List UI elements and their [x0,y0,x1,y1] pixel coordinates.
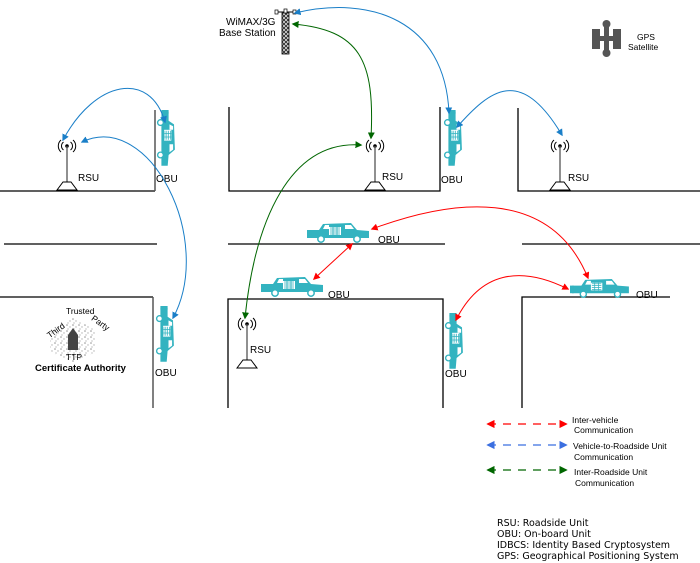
legend: Inter-vehicle Communication Vehicle-to-R… [486,415,667,488]
obu-road-right: OBU [569,278,658,301]
abbreviation-key: RSU: Roadside Unit OBU: On-board Unit ID… [497,518,679,562]
obu-bottom-center-vertical: OBU [445,313,467,380]
base-station: WiMAX/3G Base Station [219,8,297,55]
legend-label-line2: Communication [574,425,633,435]
abbreviation-rsu: RSU: Roadside Unit [497,518,589,529]
legend-item-inter-vehicle: Inter-vehicle Communication [486,415,633,435]
legend-label-line1: Inter-vehicle [572,415,619,425]
abbreviation-gps: GPS: Geographical Positioning System [497,551,679,562]
obu-road-lower: OBU [260,276,350,301]
abbreviation-obu: OBU: On-board Unit [497,529,591,540]
link-v2r-obu-topcenter-to-rsu-topright [456,90,563,137]
obu-label: OBU [156,174,178,185]
vehicle-icon [446,313,463,369]
rsu-bottom-center: RSU [236,317,271,369]
obu-label: OBU [155,368,177,379]
rsu-top-right: RSU [549,139,589,191]
link-v2v-upper-to-right [370,206,590,280]
block-top-right-edge [517,108,700,192]
vehicle-icon [569,278,630,298]
gps-label-line1: GPS [637,32,655,42]
legend-label-line2: Communication [575,478,634,488]
vehicle-icon [306,222,370,243]
rsu-label: RSU [78,173,99,184]
obu-label: OBU [328,290,350,301]
obu-label: OBU [636,290,658,301]
legend-item-inter-roadside: Inter-Roadside Unit Communication [486,465,648,488]
obu-top-center-vertical: OBU [441,110,463,186]
vehicle-icon [260,276,324,297]
link-r2r-rsu-topcenter-to-base-station [291,21,375,140]
link-v2v-right-to-bottomcenter [455,275,570,322]
satellite-icon [592,20,621,57]
block-top-center-edge [228,107,441,192]
rsu-antenna-icon [236,317,258,369]
gps-satellite: GPS Satellite [592,20,659,57]
abbreviation-idbcs: IDBCS: Identity Based Cryptosystem [497,540,670,551]
vehicle-icon [445,110,462,166]
legend-label-line1: Vehicle-to-Roadside Unit [573,441,667,451]
legend-label-line1: Inter-Roadside Unit [574,467,648,477]
link-v2v-upper-to-lower [312,243,354,280]
link-v2r-obu-topleft-to-rsu-topleft [62,87,167,142]
rsu-label: RSU [382,172,403,183]
legend-item-vehicle-to-roadside: Vehicle-to-Roadside Unit Communication [486,440,667,462]
rsu-antenna-icon [549,139,571,191]
base-station-tower-icon [281,12,290,55]
ttp-abbrev: TTP [66,352,82,362]
link-v2r-obu-bottomleft-to-rsu-topleft [80,136,187,320]
gps-label-line2: Satellite [628,42,659,52]
legend-label-line2: Communication [574,452,633,462]
obu-label: OBU [441,175,463,186]
obu-label: OBU [378,235,400,246]
rsu-antenna-icon [56,139,78,191]
base-station-label-line2: Base Station [219,28,276,39]
link-r2r-rsu-bottomcenter-to-rsu-topcenter [242,141,363,320]
rsu-top-left: RSU [56,139,99,191]
ttp-word-trusted: Trusted [66,306,95,316]
rsu-label: RSU [568,173,589,184]
obu-road-upper: OBU [306,222,400,246]
vehicle-icon [158,110,175,166]
obu-bottom-left-vertical: OBU [155,306,177,379]
rsu-label: RSU [250,345,271,356]
trusted-third-party: Third Trusted Party TTP Certificate Auth… [35,306,127,374]
obu-top-left-vertical: OBU [156,110,178,185]
link-v2r-obu-topcenter-to-base-station [293,7,453,115]
base-station-label-line1: WiMAX/3G [226,17,276,28]
communication-links [62,7,590,322]
ttp-caption: Certificate Authority [35,363,127,374]
block-bottom-right-edge [521,296,670,408]
obu-label: OBU [445,369,467,380]
rsu-top-center: RSU [364,139,403,191]
vehicle-icon [157,306,174,362]
